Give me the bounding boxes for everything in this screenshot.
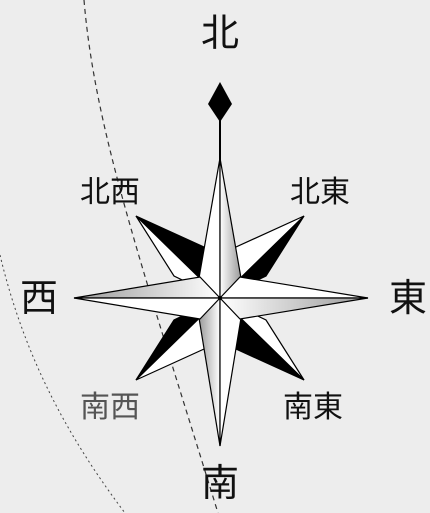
label-north: 北 — [201, 14, 239, 52]
label-southeast: 南東 — [283, 393, 343, 423]
label-east: 東 — [389, 279, 427, 317]
label-northwest: 北西 — [80, 178, 140, 208]
north-pointer-tip — [208, 82, 232, 160]
label-northeast: 北東 — [290, 178, 350, 208]
label-southwest: 南西 — [80, 393, 140, 423]
label-south: 南 — [201, 464, 239, 502]
compass-center-point — [218, 296, 222, 300]
label-west: 西 — [20, 279, 58, 317]
